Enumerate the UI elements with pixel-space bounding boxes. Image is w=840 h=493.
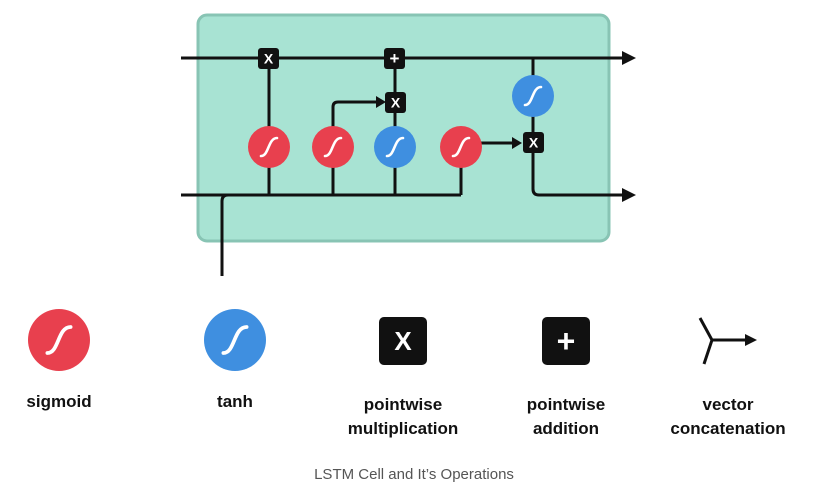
legend-add-icon: + [542, 317, 590, 365]
forget-multiply-op: X [258, 48, 279, 69]
svg-text:X: X [391, 95, 401, 111]
output-gate-sigmoid-icon [440, 126, 482, 168]
legend-sigmoid-label: sigmoid [26, 392, 92, 411]
arrowhead-to-output-multiply [512, 137, 522, 149]
candidate-tanh-icon [374, 126, 416, 168]
cell-state-arrowhead [622, 51, 636, 65]
cell-add-op: + [384, 48, 405, 69]
arrowhead-to-multiply [376, 96, 386, 108]
legend-multiply-icon: X [379, 317, 427, 365]
input-multiply-op: X [385, 92, 406, 113]
figure-caption: LSTM Cell and It’s Operations [314, 466, 514, 483]
output-arrowhead [622, 188, 636, 202]
legend-concatenation-arrowhead [745, 334, 757, 346]
svg-text:+: + [390, 49, 400, 68]
output-line [531, 150, 622, 197]
svg-text:X: X [264, 51, 274, 67]
legend-tanh-label: tanh [217, 392, 253, 411]
legend-sigmoid-icon [28, 309, 90, 371]
legend-multiply-label: pointwise multiplication [347, 395, 459, 438]
input-gate-sigmoid-icon [312, 126, 354, 168]
cell-tanh-icon [512, 75, 554, 117]
svg-text:X: X [529, 135, 539, 151]
svg-text:X: X [394, 326, 412, 356]
legend-add-label: pointwise addition [526, 395, 606, 438]
legend-concatenation-label: vector concatenation [670, 395, 786, 438]
svg-text:+: + [557, 323, 576, 359]
legend-tanh-icon [204, 309, 266, 371]
legend-concatenation-icon [698, 317, 746, 365]
forget-gate-sigmoid-icon [248, 126, 290, 168]
output-multiply-op: X [523, 132, 544, 153]
